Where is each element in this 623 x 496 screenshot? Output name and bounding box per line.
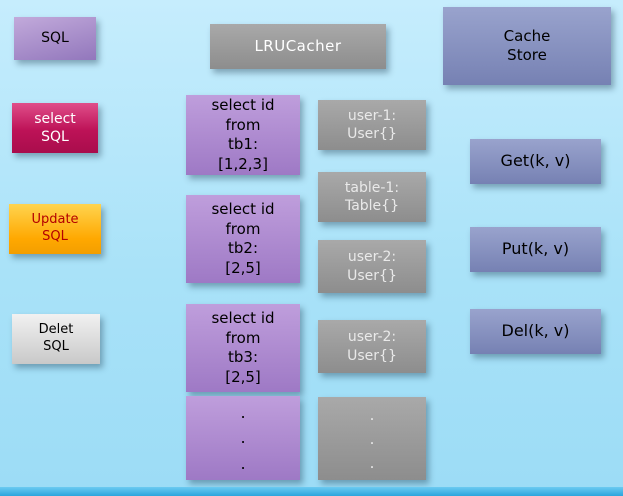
del-operation-box: Del(k, v) [470,309,601,354]
select-sql-box: select SQL [12,103,98,153]
cache-store-box: Cache Store [443,7,611,85]
bottom-edge-strip [0,487,623,496]
delete-sql-box: Delet SQL [12,314,100,364]
result-user2a-box: user-2: User{} [318,240,426,293]
get-operation-box: Get(k, v) [470,139,601,184]
put-operation-box: Put(k, v) [470,227,601,272]
lrucacher-box: LRUCacher [210,24,386,69]
sql-box: SQL [14,17,96,60]
query-ellipsis-box: . . . [186,396,300,480]
result-user2b-box: user-2: User{} [318,320,426,373]
query-tb1-box: select id from tb1: [1,2,3] [186,95,300,175]
result-table1-box: table-1: Table{} [318,172,426,222]
query-tb2-box: select id from tb2: [2,5] [186,195,300,283]
update-sql-box: Update SQL [9,204,101,254]
result-user1-box: user-1: User{} [318,100,426,150]
query-tb3-box: select id from tb3: [2,5] [186,304,300,392]
result-ellipsis-box: . . . [318,397,426,480]
